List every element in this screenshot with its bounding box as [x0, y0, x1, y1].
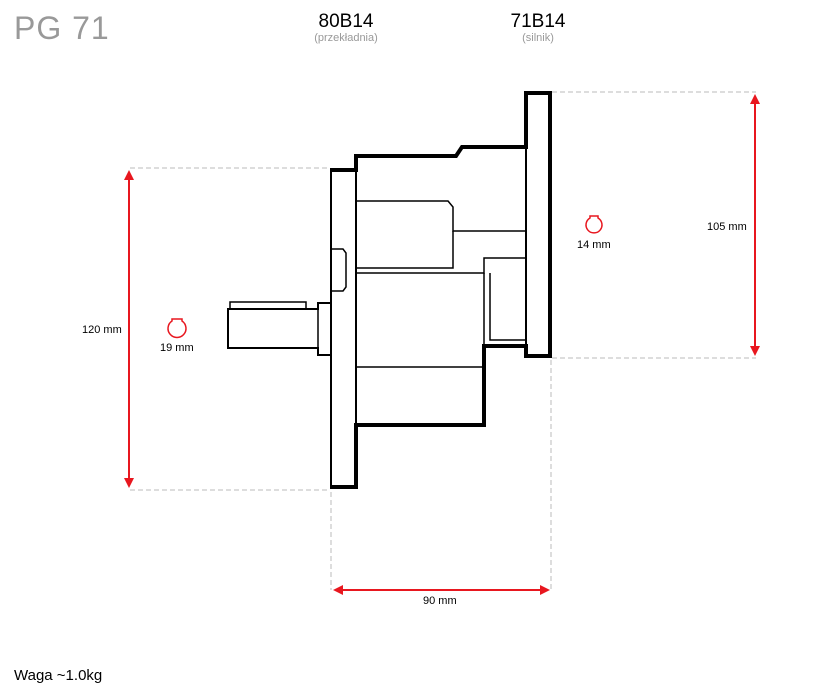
motor-flange-code: 71B14	[510, 11, 566, 32]
output-shaft	[227, 302, 331, 356]
inner-upper-cavity-bottom	[356, 231, 454, 269]
height-left-label: 120 mm	[82, 324, 122, 336]
shaft-output-keyway-icon	[167, 318, 187, 339]
motor-flange-label: 71B14 (silnik)	[478, 11, 598, 45]
gear-flange-label: 80B14 (przekładnia)	[286, 11, 406, 45]
motor-flange-note: (silnik)	[522, 32, 554, 44]
gearbox-outline	[227, 91, 552, 489]
model-title: PG 71	[14, 10, 110, 46]
output-shaft-key	[229, 301, 307, 309]
shaft-output-label: 19 mm	[160, 342, 194, 354]
height-right-label: 105 mm	[707, 221, 747, 233]
inner-step	[356, 257, 526, 274]
shaft-input-keyway-icon	[585, 215, 603, 234]
guide-lines	[130, 91, 756, 590]
body-outer-profile	[330, 91, 552, 489]
inner-motor-bore	[489, 273, 526, 341]
shaft-input-label: 14 mm	[577, 239, 611, 251]
flange-bump	[331, 248, 347, 292]
gear-flange-plate	[330, 170, 357, 488]
dimension-arrows	[124, 94, 760, 595]
gear-flange-code: 80B14	[318, 11, 374, 32]
length-label: 90 mm	[423, 595, 457, 607]
weight-label: Waga ~1.0kg	[14, 667, 103, 684]
gear-flange-note: (przekładnia)	[314, 32, 378, 44]
inner-upper-cavity	[356, 200, 526, 232]
